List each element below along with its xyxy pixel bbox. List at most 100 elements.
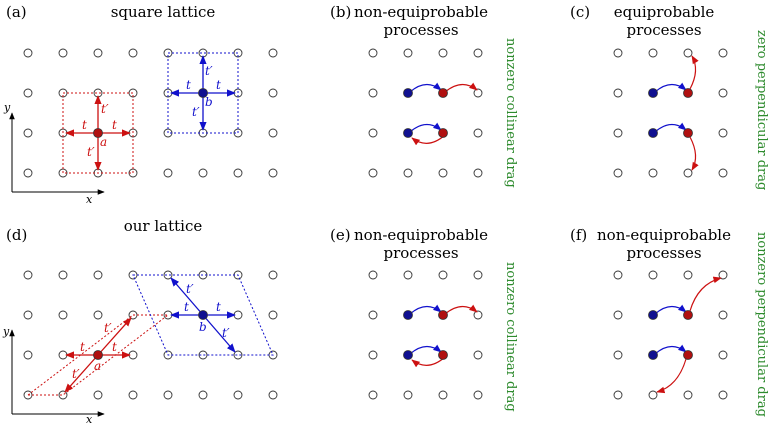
lattice-site <box>718 88 728 98</box>
lattice-site <box>648 168 658 178</box>
hop-arrow <box>64 354 99 393</box>
lattice-site <box>613 390 623 400</box>
lattice-site <box>613 128 623 138</box>
lattice-site <box>23 168 33 178</box>
panel-f: (f) non-equiprobable processes nonzero p… <box>570 226 769 417</box>
lattice-site <box>93 310 103 320</box>
site-a <box>438 350 448 360</box>
panel-label-e: (e) <box>330 226 351 244</box>
hop-label-t: t <box>216 300 221 314</box>
hop-arrow <box>689 276 722 312</box>
lattice-site <box>368 128 378 138</box>
hop-label-t: t <box>216 78 221 92</box>
axis-label-x: x <box>86 413 93 424</box>
site-a <box>93 128 103 138</box>
lattice-grid-f <box>613 270 728 400</box>
lattice-site <box>58 310 68 320</box>
panel-label-d: (d) <box>6 226 27 244</box>
lattice-site <box>368 390 378 400</box>
hop-label-tprime: t′ <box>104 321 112 335</box>
lattice-site <box>58 48 68 58</box>
site-b <box>403 310 413 320</box>
lattice-site <box>368 48 378 58</box>
panel-title-f-line1: non-equiprobable <box>597 226 731 244</box>
lattice-site <box>473 128 483 138</box>
panel-title-f-line2: processes <box>626 244 701 262</box>
hop-arrow <box>409 344 442 355</box>
lattice-grid-d <box>23 270 278 400</box>
lattice-site <box>368 270 378 280</box>
lattice-site <box>613 88 623 98</box>
side-note-f: nonzero perpendicular drag <box>754 232 769 417</box>
lattice-site <box>233 168 243 178</box>
hop-arrow <box>409 304 442 315</box>
axis-label-y: y <box>3 101 11 114</box>
lattice-site <box>613 350 623 360</box>
lattice-site <box>438 390 448 400</box>
hop-label-t: t <box>186 78 191 92</box>
lattice-site <box>128 310 138 320</box>
hop-label-tprime: t′ <box>72 367 80 381</box>
hop-arrow <box>202 314 236 353</box>
lattice-site <box>58 270 68 280</box>
hop-label-t: t <box>82 118 87 132</box>
hop-arrow <box>409 82 442 93</box>
lattice-site <box>368 88 378 98</box>
lattice-site <box>648 270 658 280</box>
lattice-site <box>403 270 413 280</box>
hop-arrow <box>654 344 687 355</box>
side-note-c: zero perpendicular drag <box>754 30 769 190</box>
lattice-site <box>473 48 483 58</box>
hop-label-tprime: t′ <box>205 64 213 78</box>
site-b <box>198 310 208 320</box>
lattice-site <box>23 270 33 280</box>
lattice-site <box>718 168 728 178</box>
lattice-site <box>198 350 208 360</box>
lattice-site <box>163 270 173 280</box>
lattice-site <box>613 270 623 280</box>
lattice-grid-c <box>613 48 728 178</box>
lattice-site <box>718 390 728 400</box>
lattice-site <box>718 48 728 58</box>
site-a <box>683 310 693 320</box>
unit-cell-a-blue <box>167 52 239 134</box>
panel-b: (b) non-equiprobable processes nonzero c… <box>330 3 518 188</box>
lattice-site <box>23 128 33 138</box>
lattice-site <box>473 350 483 360</box>
panel-title-b-line2: processes <box>383 21 458 39</box>
site-b <box>198 88 208 98</box>
hop-label-tprime: t′ <box>192 105 200 119</box>
lattice-site <box>268 48 278 58</box>
panel-c: (c) equiprobable processes zero perpendi… <box>570 3 769 190</box>
hop-label-t: t <box>112 118 117 132</box>
lattice-site <box>473 390 483 400</box>
lattice-site <box>93 270 103 280</box>
lattice-grid-b <box>368 48 483 178</box>
hop-label-tprime: t′ <box>222 326 230 340</box>
lattice-site <box>198 168 208 178</box>
lattice-site <box>718 350 728 360</box>
site-a <box>438 88 448 98</box>
lattice-site <box>233 390 243 400</box>
lattice-site <box>163 390 173 400</box>
axis-label-y: y <box>2 325 10 338</box>
hop-arrow <box>97 317 132 356</box>
axis-label-x: x <box>86 193 93 206</box>
panel-e: (e) non-equiprobable processes nonzero c… <box>330 226 518 412</box>
side-note-b: nonzero collinear drag <box>503 38 518 188</box>
lattice-site <box>23 350 33 360</box>
hop-arrow <box>444 82 478 93</box>
lattice-site <box>648 390 658 400</box>
site-a <box>683 128 693 138</box>
hop-arrow <box>689 55 699 90</box>
site-label-a: a <box>100 135 107 149</box>
panel-label-c: (c) <box>570 3 590 21</box>
site-label-b: b <box>199 320 207 334</box>
panel-label-a: (a) <box>6 3 27 21</box>
site-label-b: b <box>205 95 213 109</box>
site-label-a: a <box>94 359 101 373</box>
site-b <box>648 350 658 360</box>
lattice-site <box>613 168 623 178</box>
lattice-site <box>473 88 483 98</box>
